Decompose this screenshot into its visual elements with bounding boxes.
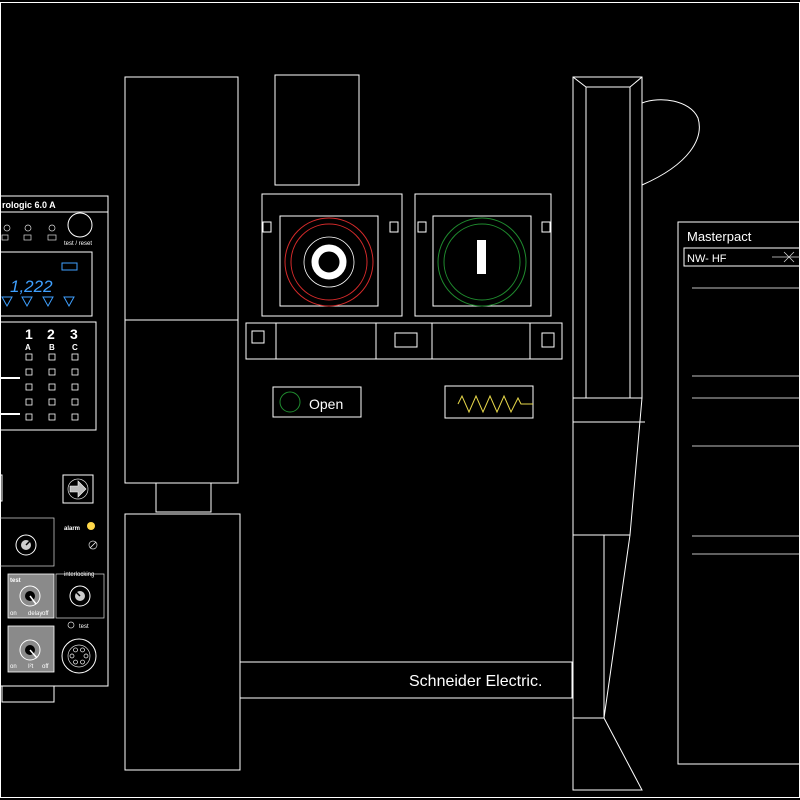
ground-fault-i2t-label: I²t — [28, 664, 34, 670]
phase-led — [71, 383, 79, 391]
test-connector-socket[interactable] — [61, 638, 97, 674]
test-connector-label: test — [79, 624, 89, 630]
spring-charge-window — [444, 385, 534, 419]
off-symbol-icon — [311, 244, 347, 280]
test-port-indicator — [67, 621, 75, 629]
phase-letter-c: C — [72, 343, 78, 352]
socket-pins — [69, 647, 89, 665]
instantaneous-dial[interactable] — [69, 585, 91, 607]
micrologic-control-unit: rologic 6.0 A test / reset 1,222 1 2 3 A… — [0, 195, 109, 703]
phase-panel — [0, 321, 97, 431]
nameplate-border — [677, 221, 800, 765]
display-unit-box — [61, 262, 78, 271]
open-indicator-lamp — [279, 391, 301, 413]
phase-led — [71, 368, 79, 376]
phase-number-3: 3 — [70, 326, 78, 342]
status-icons — [1, 224, 57, 241]
arrow-right-icon — [69, 480, 87, 498]
phase-led — [48, 368, 56, 376]
mounting-strip — [245, 322, 563, 360]
racking-handle — [572, 76, 700, 791]
lock-screw-icon[interactable] — [88, 540, 98, 550]
on-button-ring-outer — [437, 217, 527, 307]
alarm-led — [87, 522, 95, 530]
phase-number-1: 1 — [25, 326, 33, 342]
instantaneous-settings — [55, 573, 105, 619]
phase-led — [71, 398, 79, 406]
rail-connector — [155, 482, 212, 513]
short-time-delay-label: delay — [28, 611, 42, 617]
phase-led — [25, 368, 33, 376]
phase-led — [25, 353, 33, 361]
micrologic-title: rologic 6.0 A — [2, 200, 56, 210]
phase-led-grid — [25, 353, 79, 421]
off-push-button[interactable] — [303, 236, 355, 288]
phase-led — [48, 398, 56, 406]
phase-led — [25, 398, 33, 406]
socket-pin — [69, 653, 75, 659]
brand-name: Schneider Electric. — [409, 673, 542, 690]
phase-led — [48, 383, 56, 391]
socket-pin — [80, 659, 85, 665]
handle-grip — [641, 99, 700, 186]
handle-upper — [572, 76, 643, 399]
phase-letter-a: A — [25, 343, 31, 352]
rating-nameplate: Masterpact NW- HF — [677, 221, 800, 765]
rail-upper — [124, 76, 239, 484]
phase-led — [25, 383, 33, 391]
left-chassis-rail — [124, 76, 241, 771]
next-screen-button[interactable] — [62, 474, 94, 504]
phase-number-2: 2 — [47, 326, 55, 342]
alarm-label: alarm — [64, 526, 80, 532]
on-button-frame — [414, 193, 552, 317]
phase-letter-b: B — [49, 343, 55, 352]
socket-pin — [80, 647, 85, 653]
off-button-frame — [261, 193, 403, 317]
short-time-on-label: on — [10, 611, 17, 617]
mounting-slot — [394, 332, 418, 348]
nameplate-model: NW- HF — [687, 253, 727, 265]
micrologic-bottom-tab — [1, 685, 55, 703]
phase-led — [71, 413, 79, 421]
socket-pin — [73, 659, 78, 665]
model-box — [683, 247, 800, 267]
long-time-dial[interactable] — [15, 534, 37, 556]
socket-pin — [73, 647, 78, 653]
ground-fault-off-label: off — [42, 664, 49, 670]
brand-strip: Schneider Electric. — [239, 661, 573, 699]
long-time-settings — [0, 517, 55, 567]
rail-lower — [124, 513, 241, 771]
interlocking-label: interlocking — [64, 572, 94, 578]
mechanism-cover — [274, 74, 360, 186]
phase-led — [25, 413, 33, 421]
on-push-button[interactable] — [477, 240, 486, 274]
test-reset-button[interactable] — [67, 212, 93, 238]
ground-fault-dial[interactable] — [19, 639, 41, 661]
short-time-dial[interactable] — [19, 585, 41, 607]
phase-led — [71, 353, 79, 361]
menu-button-left[interactable] — [0, 474, 3, 502]
short-time-off-label: off — [42, 611, 49, 617]
nameplate-title: Masterpact — [687, 229, 752, 244]
display-arrow-markers — [1, 296, 75, 308]
push-button-area: Open — [245, 74, 563, 419]
brand-bar — [239, 661, 573, 699]
short-time-test-label: test — [10, 578, 21, 584]
open-indicator-window — [272, 386, 362, 418]
ground-fault-on-label: on — [10, 664, 17, 670]
spring-charged-icon — [457, 394, 533, 414]
phase-led — [48, 413, 56, 421]
phase-led — [48, 353, 56, 361]
socket-pin — [83, 653, 89, 659]
test-reset-label: test / reset — [64, 241, 92, 247]
lcd-display — [0, 251, 93, 317]
display-value: 1,222 — [10, 277, 53, 296]
handle-lower — [572, 397, 643, 791]
open-indicator-label: Open — [309, 396, 343, 412]
off-button-ring-outer — [284, 217, 374, 307]
